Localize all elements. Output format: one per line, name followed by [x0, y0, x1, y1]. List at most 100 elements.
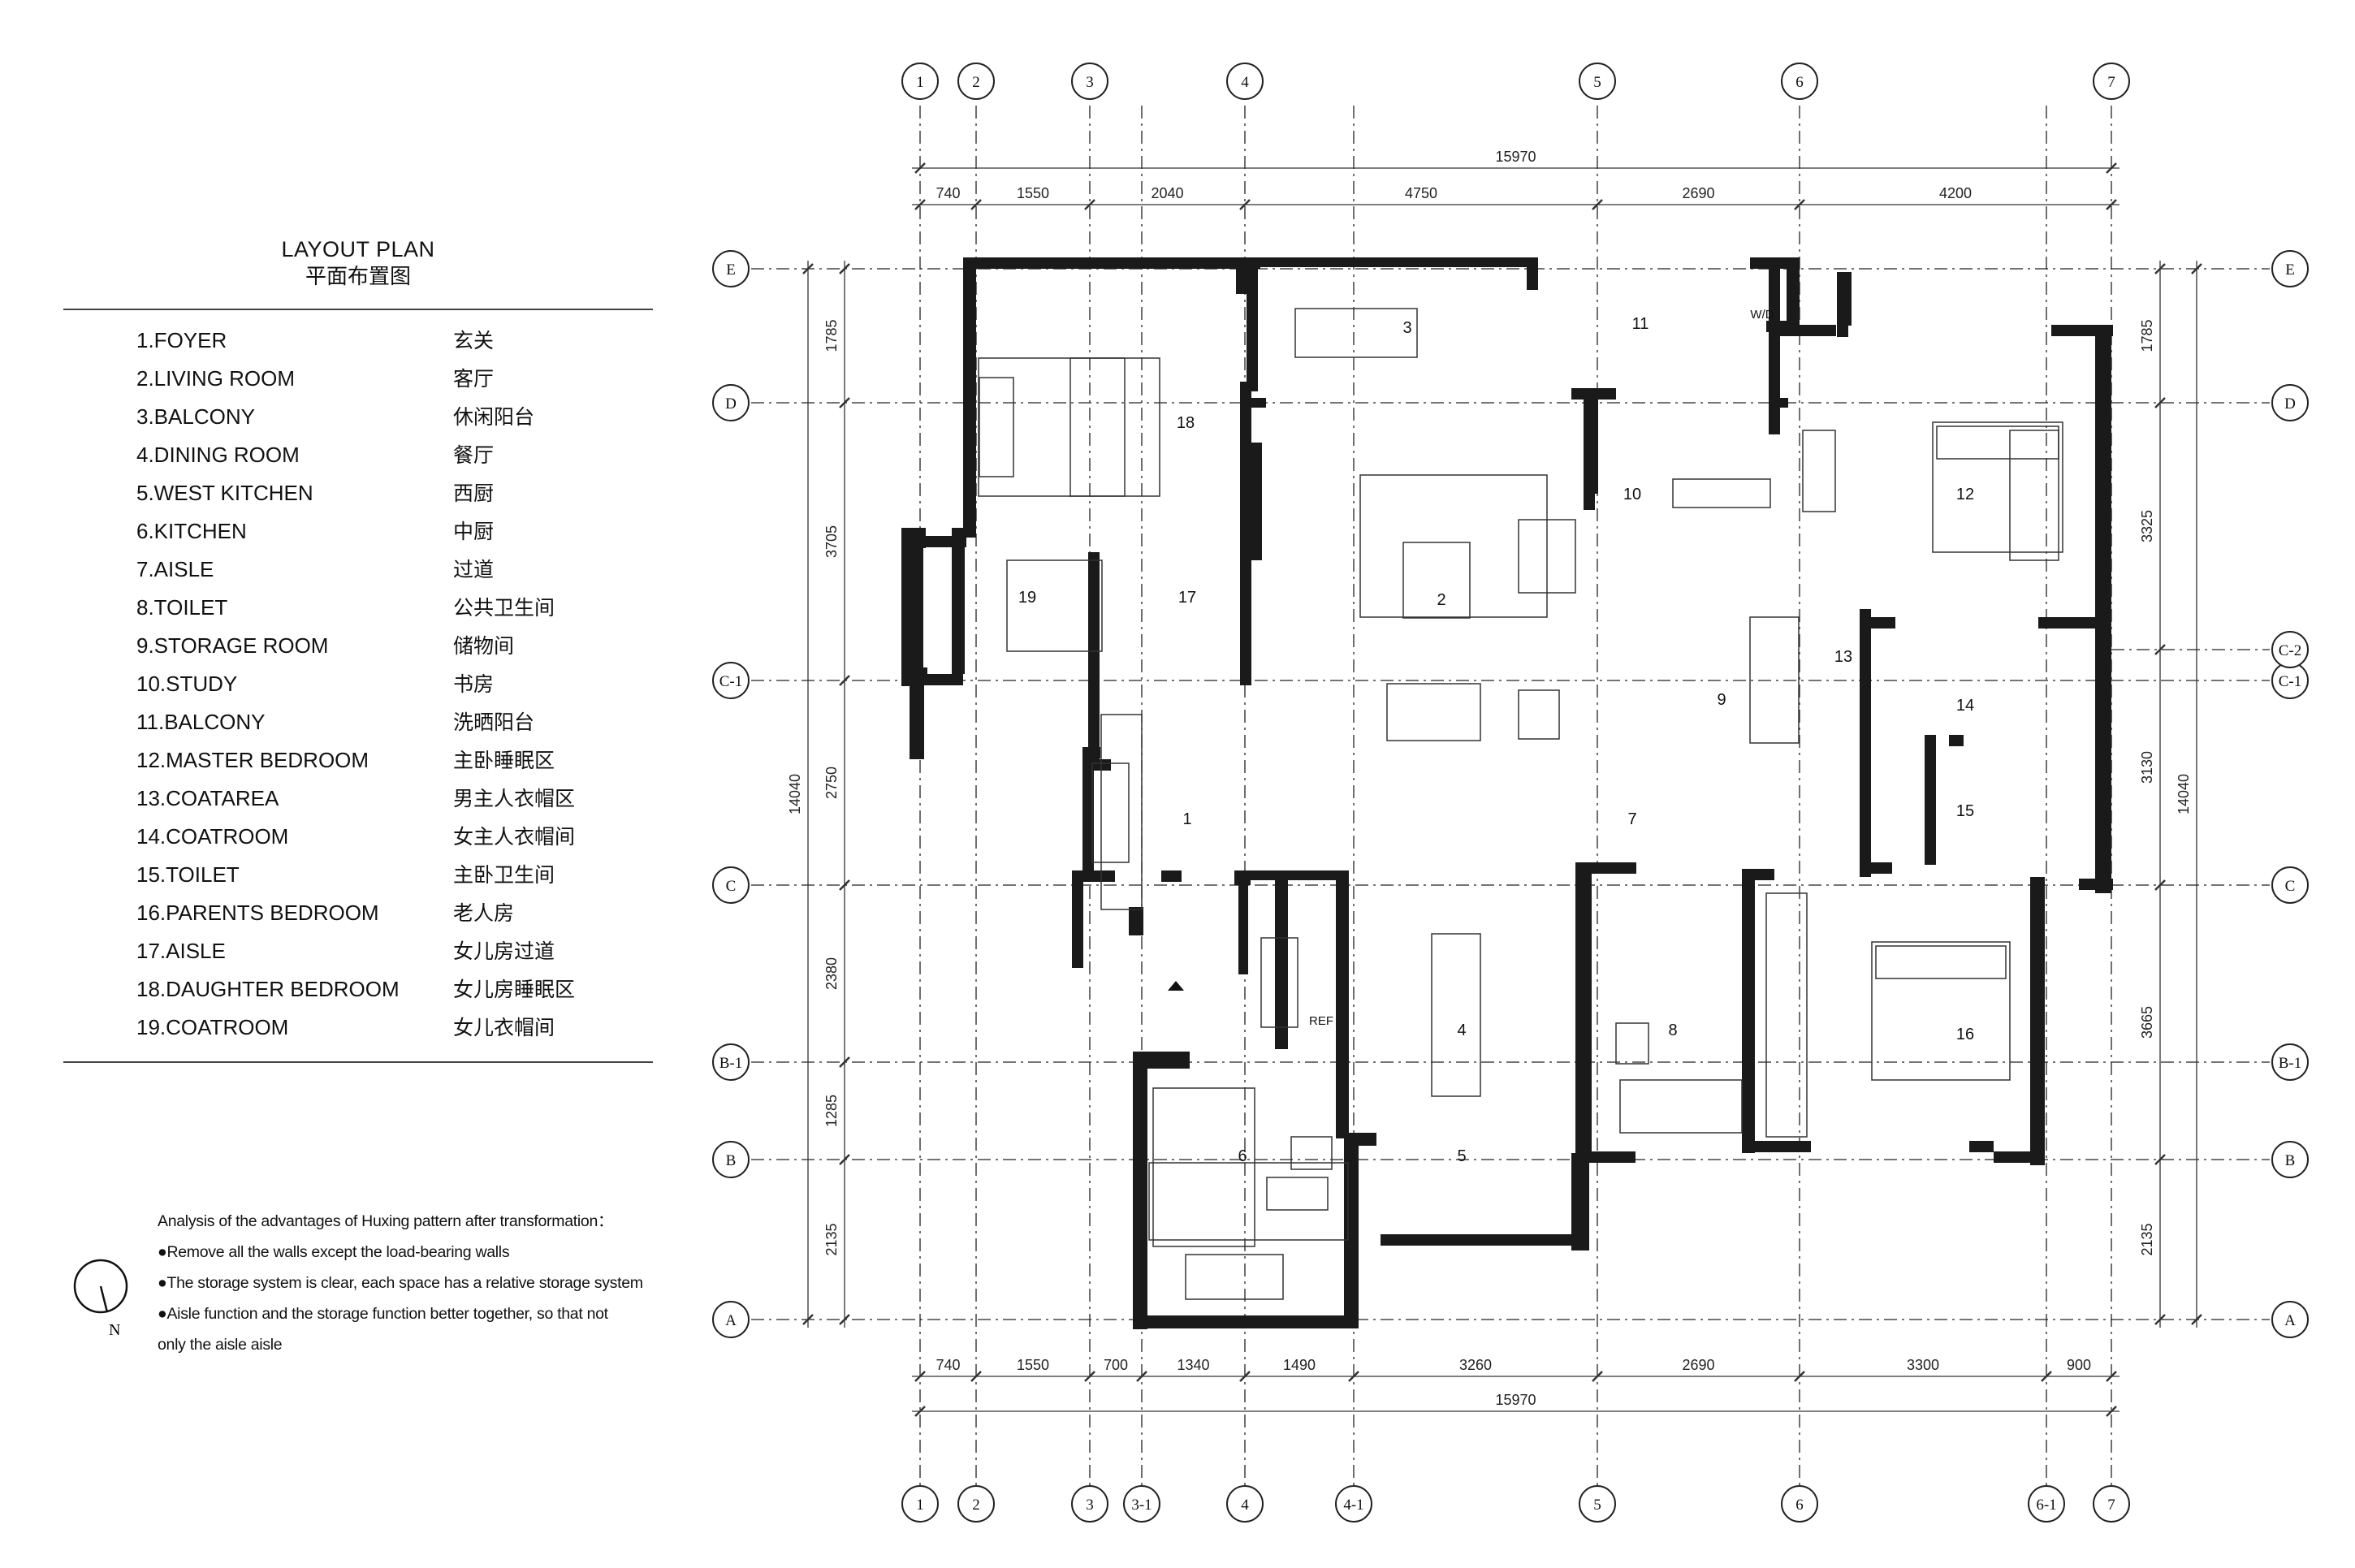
dimension-tick: [914, 162, 926, 174]
axis-bubble-right: [2271, 384, 2309, 421]
axis-bubble-left: [712, 1301, 750, 1338]
dimension-tick: [802, 1314, 814, 1325]
dimension-tick: [2041, 1371, 2052, 1382]
axis-bubble-bottom: [901, 1485, 939, 1523]
dimension-label: 2380: [823, 957, 840, 990]
legend-top-rule: [63, 309, 653, 310]
axis-bubble-top: [1071, 63, 1108, 100]
dimension-tick: [839, 1056, 850, 1068]
dimension-label: 2135: [2139, 1223, 2155, 1255]
dimension-label: 2750: [823, 767, 840, 799]
dimension-label: 1550: [1017, 1357, 1049, 1373]
fixture-labels: REF W/D: [1309, 308, 1774, 1028]
axis-bubble-left: [712, 1043, 750, 1081]
dimension-label: 15970: [1495, 1392, 1536, 1408]
dimension-tick: [2106, 162, 2117, 174]
dimension-tick: [1794, 199, 1805, 210]
dimension-tick: [2154, 397, 2166, 408]
axis-bubble-bottom-label: 6-1: [2036, 1497, 2056, 1514]
legend-item-zh: 储物间: [453, 634, 515, 658]
legend-item-zh: 休闲阳台: [453, 405, 535, 429]
dimension-label: 3130: [2139, 751, 2155, 784]
room-number: 13: [1834, 648, 1852, 666]
axis-bubble-left-label: E: [726, 261, 736, 279]
analysis-point: ●Remove all the walls except the load-be…: [158, 1243, 510, 1261]
dimension-label: 2135: [823, 1223, 840, 1255]
legend-item-en: 7.AISLE: [136, 557, 214, 581]
dimension-label: 2040: [1151, 185, 1183, 201]
room-number: 12: [1956, 486, 1974, 503]
dimension-tick: [839, 397, 850, 408]
dimension-tick: [2106, 199, 2117, 210]
legend-item-zh: 客厅: [453, 367, 495, 391]
legend-item-zh: 主卧睡眠区: [453, 749, 555, 772]
legend-item: 13.COATAREA 男主人衣帽区: [63, 780, 653, 818]
legend-title: LAYOUT PLAN: [281, 237, 435, 261]
dimension-tick: [970, 1371, 982, 1382]
dimension-tick: [2106, 1406, 2117, 1417]
analysis-point: only the aisle aisle: [158, 1336, 283, 1354]
dimension-lines: [802, 162, 2202, 1417]
legend-item-en: 6.KITCHEN: [136, 519, 247, 543]
legend-item-zh: 女儿衣帽间: [453, 1016, 555, 1039]
dimension-label: 740: [936, 1357, 960, 1373]
dimension-label: 3665: [2139, 1006, 2155, 1039]
dimension-tick: [1084, 1371, 1095, 1382]
axis-bubble-top-label: 5: [1593, 74, 1601, 91]
room-number: 9: [1717, 691, 1726, 709]
dimension-label: 14040: [2176, 774, 2192, 814]
axis-bubble-top-label: 2: [972, 74, 980, 91]
legend-item-en: 13.COATAREA: [136, 786, 279, 810]
legend-subtitle: 平面布置图: [305, 265, 411, 289]
room-number: 4: [1457, 1022, 1466, 1039]
axis-bubble-left: [712, 866, 750, 904]
dimension-label: 2690: [1682, 1357, 1714, 1373]
axis-bubble-bottom-label: 4-1: [1343, 1497, 1363, 1514]
axis-bubble-bottom: [1781, 1485, 1818, 1523]
axis-bubble-left-label: B: [726, 1152, 737, 1169]
room-number: 18: [1177, 414, 1195, 432]
axis-bubble-top: [2093, 63, 2130, 100]
legend-item-zh: 男主人衣帽区: [453, 787, 576, 810]
legend-item-zh: 西厨: [453, 482, 495, 505]
axis-bubble-top-label: 7: [2107, 74, 2115, 91]
axis-bubble-right-label: D: [2284, 395, 2296, 413]
walls: [901, 257, 2113, 1329]
dimension-tick: [839, 879, 850, 891]
axis-bubble-bottom: [1335, 1485, 1372, 1523]
legend-item: 6.KITCHEN 中厨: [63, 512, 653, 551]
dimension-label: 3325: [2139, 510, 2155, 542]
legend-item-zh: 餐厅: [453, 443, 495, 467]
dimension-tick: [1794, 1371, 1805, 1382]
legend-item-en: 2.LIVING ROOM: [136, 366, 296, 391]
dimension-label: 4200: [1939, 185, 1972, 201]
axis-bubble-right-label: C: [2285, 878, 2296, 895]
dimension-label: 1285: [823, 1095, 840, 1127]
axis-bubble-left-label: C: [726, 878, 737, 895]
axis-bubble-right-label: C-2: [2279, 642, 2302, 659]
legend-item-en: 17.AISLE: [136, 939, 226, 963]
room-number: 19: [1018, 589, 1036, 607]
legend-item-en: 11.BALCONY: [136, 710, 266, 734]
dimension-tick: [2154, 1314, 2166, 1325]
dimension-label: 1490: [1283, 1357, 1316, 1373]
axis-bubble-bottom: [1123, 1485, 1160, 1523]
axis-bubble-top-label: 1: [916, 74, 924, 91]
axis-bubble-bottom-label: 5: [1593, 1497, 1601, 1514]
legend-item-en: 5.WEST KITCHEN: [136, 481, 313, 505]
axis-bubble-top: [1226, 63, 1264, 100]
axis-bubble-bottom-label: 3-1: [1131, 1497, 1152, 1514]
dimension-tick: [1592, 1371, 1603, 1382]
legend-item-zh: 中厨: [453, 520, 495, 543]
legend-item-zh: 公共卫生间: [453, 596, 555, 620]
axis-bubble-left-label: C-1: [719, 673, 743, 690]
